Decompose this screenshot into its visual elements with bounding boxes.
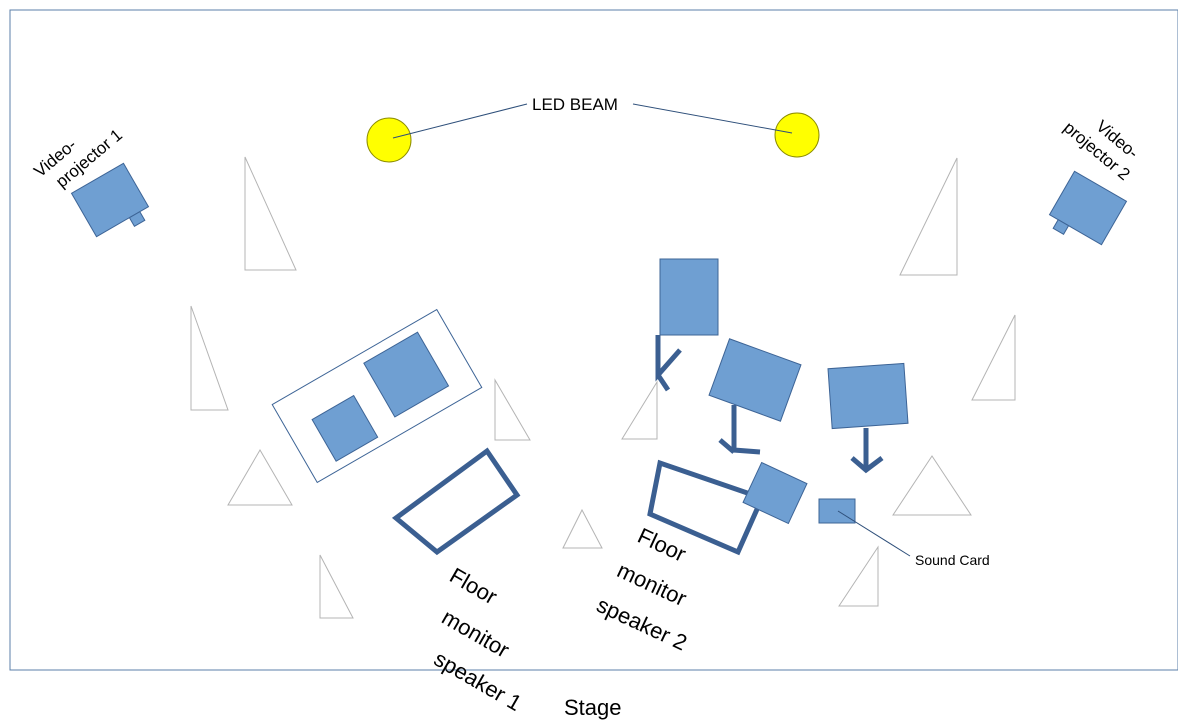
sound-card-icon [818,498,856,524]
instrument-box-icon [708,338,802,422]
mic-stand-icon [899,157,958,276]
svg-text:Floor: Floor [446,563,502,610]
mic-stand-icon [494,378,531,441]
mic-stand-icon [190,305,229,411]
keyboard-rig [271,308,483,484]
projector-icon [70,162,150,238]
projector-lens-icon [1052,218,1070,235]
projector-lens-icon [128,210,146,227]
instrument-box-icon [742,461,808,525]
projector-icon [1048,170,1128,246]
instrument-box-2 [708,338,802,422]
instrument-box-icon [827,362,909,430]
projector-2-label: Video- projector 2 [1060,117,1142,185]
video-projector-2 [1048,170,1128,246]
mic-stand-icon [227,449,293,506]
led-beam-left-icon [366,117,412,163]
led-beam-leader-left [392,103,528,139]
mic-stand-icon [319,554,354,619]
mic-stand-icon [621,380,658,440]
instrument-box-4 [742,461,808,525]
mic-stand-icon [562,508,603,549]
mic-stand-icon [892,455,972,516]
sound-card-label: Sound Card [915,552,990,568]
led-beam-right [774,112,820,158]
led-beam-right-icon [774,112,820,158]
rig-module-large [363,331,450,418]
mic-stand-icon [971,314,1016,401]
led-beam-label: LED BEAM [532,95,618,114]
stage-label: Stage [564,695,622,720]
mic-stand-icon [244,156,297,271]
mic-stand-icon [838,545,879,607]
mic-arrow-1 [655,335,682,392]
video-projector-1 [70,162,150,238]
floor-monitor-speaker-1 [391,447,521,556]
svg-text:speaker 1: speaker 1 [430,646,526,716]
led-beam-left [366,117,412,163]
rig-frame [271,308,483,484]
instrument-box-1 [659,258,719,336]
mic-arrow-2 [718,405,761,455]
mic-arrow-3 [850,428,884,474]
floor-monitor-1-label: Floor monitor speaker 1 [430,563,526,716]
instrument-box-3 [827,362,909,430]
sound-card-leader [837,510,911,557]
led-beam-leader-right [632,103,793,134]
rig-module-small [311,394,379,462]
stage-frame [9,9,1178,671]
